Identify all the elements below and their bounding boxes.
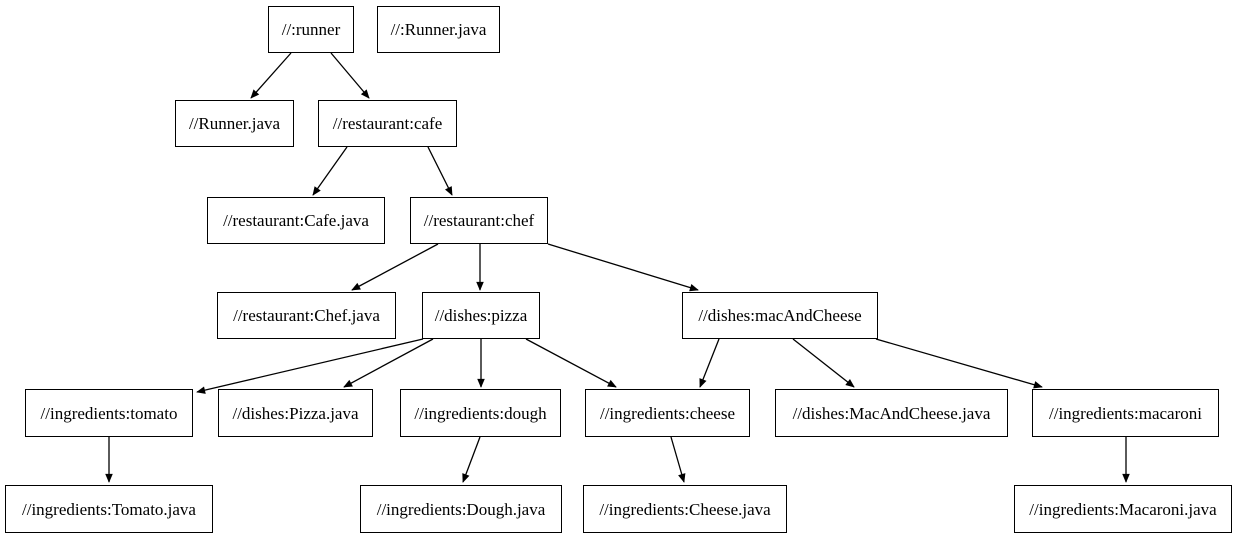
edge-//restaurant:chef->//dishes:macAndCheese (547, 243, 699, 292)
edge-//dishes:pizza->//ingredients:tomato (196, 338, 424, 394)
edge-//:runner->//Runner.java (250, 52, 292, 99)
node-cheese-java: //ingredients:Cheese.java (583, 485, 787, 533)
edge-//ingredients:cheese->//ingredients:Cheese.java (670, 436, 686, 483)
edge-//dishes:macAndCheese->//dishes:MacAndCheese.java (792, 338, 855, 388)
node-cafe: //restaurant:cafe (318, 100, 457, 147)
node-pizza-java: //dishes:Pizza.java (218, 389, 373, 437)
node-dough-java: //ingredients:Dough.java (360, 485, 562, 533)
node-cheese: //ingredients:cheese (585, 389, 750, 437)
node-mac-and-cheese-java: //dishes:MacAndCheese.java (775, 389, 1008, 437)
edge-//dishes:macAndCheese->//ingredients:macaroni (875, 338, 1043, 389)
node-chef-java: //restaurant:Chef.java (217, 292, 396, 339)
node-runner-java-target: //:Runner.java (377, 6, 500, 53)
node-runner: //:runner (268, 6, 354, 53)
edge-//ingredients:dough->//ingredients:Dough.java (462, 436, 481, 483)
node-mac-and-cheese: //dishes:macAndCheese (682, 292, 878, 339)
node-macaroni-java: //ingredients:Macaroni.java (1014, 485, 1232, 533)
node-tomato: //ingredients:tomato (25, 389, 193, 437)
edge-//dishes:pizza->//ingredients:cheese (525, 338, 617, 388)
edge-//restaurant:cafe->//restaurant:Cafe.java (312, 146, 348, 196)
node-runner-java: //Runner.java (175, 100, 294, 147)
edge-//dishes:pizza->//dishes:Pizza.java (343, 338, 434, 388)
node-cafe-java: //restaurant:Cafe.java (207, 197, 385, 244)
node-macaroni: //ingredients:macaroni (1032, 389, 1219, 437)
edge-//restaurant:chef->//restaurant:Chef.java (351, 243, 439, 291)
edge-//restaurant:cafe->//restaurant:chef (427, 146, 453, 196)
node-tomato-java: //ingredients:Tomato.java (5, 485, 213, 533)
edge-//dishes:macAndCheese->//ingredients:cheese (699, 338, 720, 388)
node-chef: //restaurant:chef (410, 197, 548, 244)
node-dough: //ingredients:dough (400, 389, 561, 437)
node-pizza: //dishes:pizza (422, 292, 540, 339)
edge-//:runner->//restaurant:cafe (330, 52, 370, 99)
